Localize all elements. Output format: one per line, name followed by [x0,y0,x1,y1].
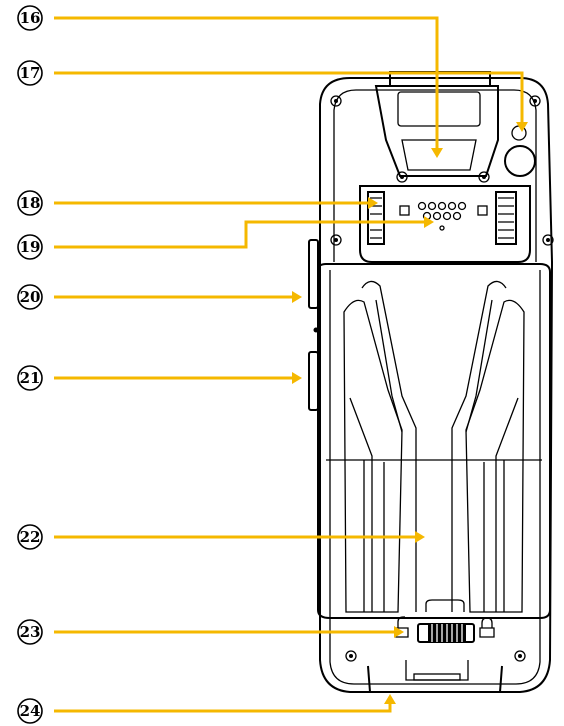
lock-icon [479,617,495,638]
scanner-window [374,71,499,183]
leader-arrowhead-19 [424,216,434,228]
callout-23-label: 23 [20,623,41,641]
leader-arrowhead-20 [292,291,302,303]
leader-line-19 [54,220,424,249]
leader-arrowhead-24 [384,694,396,704]
callout-16-label: 16 [20,9,41,27]
callout-20-label: 20 [20,288,41,306]
leader-arrowhead-18 [368,197,378,209]
callout-24: 24 [17,698,43,724]
camera-lens-icon [504,125,536,177]
leader-arrowhead-22 [415,531,425,543]
callout-19-label: 19 [20,238,41,256]
battery-cover [317,263,551,619]
screw-icon [330,95,554,662]
cover-lock-switch [395,616,495,643]
callout-18-label: 18 [20,194,41,212]
side-button-lower [308,351,319,411]
bottom-connector [367,660,503,693]
leader-arrowhead-23 [394,626,404,638]
callout-21-label: 21 [20,369,41,387]
leader-line-24 [54,704,392,713]
side-button-upper [308,239,319,309]
leader-line-17 [54,71,524,122]
leader-lines [54,16,528,713]
leader-arrowhead-21 [292,372,302,384]
callout-19: 19 [17,234,43,260]
leader-arrowhead-17 [516,122,528,132]
device-body [308,71,554,693]
callout-17: 17 [17,60,43,86]
callout-21: 21 [17,365,43,391]
callout-20: 20 [17,284,43,310]
callout-22: 22 [17,524,43,550]
callout-22-label: 22 [20,528,41,546]
callout-24-label: 24 [20,702,41,720]
callout-18: 18 [17,190,43,216]
callout-17-label: 17 [20,64,41,82]
speaker-grille-icon [359,185,531,263]
callout-23: 23 [17,619,43,645]
callout-16: 16 [17,5,43,31]
leader-line-16 [54,16,439,148]
leader-arrowhead-16 [431,148,443,158]
